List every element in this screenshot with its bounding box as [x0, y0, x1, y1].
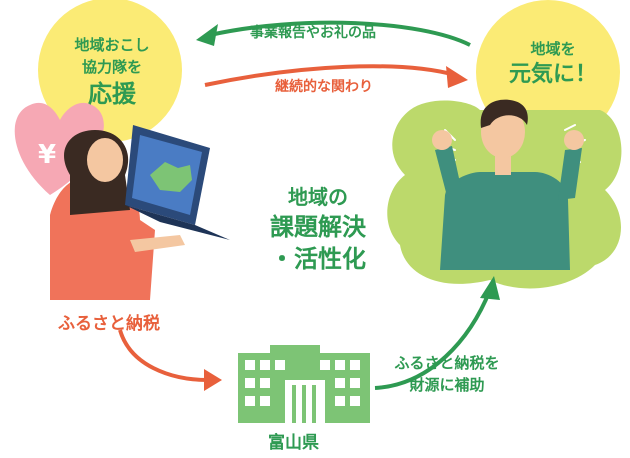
yen-heart-icon — [14, 102, 104, 195]
supporter-line2: 協力隊を — [81, 58, 142, 76]
subsidy-line1: ふるさと納税を — [394, 354, 500, 372]
subsidy-arrow — [374, 289, 492, 390]
energy-line1: 地域を — [530, 40, 576, 58]
woman-with-laptop-figure — [50, 125, 230, 300]
relationship-label: 継続的な関わり — [275, 79, 373, 95]
government-label: 富山県 — [268, 433, 319, 453]
toyama-map-icon — [150, 162, 192, 192]
supporter-line1: 地域おこし — [74, 36, 150, 54]
relationship-arrow — [204, 64, 456, 87]
subsidy-line2: 財源に補助 — [409, 376, 485, 394]
center-line1: 地域の — [288, 185, 348, 209]
report-arrow — [209, 20, 471, 47]
report-label: 事業報告やお礼の品 — [250, 25, 376, 41]
cheering-man-figure — [432, 99, 584, 270]
donation-arrow — [118, 329, 209, 382]
center-line3: ・活性化 — [270, 245, 366, 273]
subsidy-label: ふるさと納税を 財源に補助 — [372, 352, 522, 396]
yen-symbol: ¥ — [38, 140, 57, 170]
center-title: 地域の 課題解決 ・活性化 — [238, 183, 398, 275]
donation-label: ふるさと納税 — [58, 314, 160, 334]
donation-arrow-head — [204, 369, 222, 391]
supporter-label: 地域おこし 協力隊を 応援 — [52, 34, 172, 110]
center-line2: 課題解決 — [270, 213, 366, 241]
report-arrow-head — [196, 24, 218, 46]
relationship-arrow-head — [446, 66, 468, 88]
prefecture-building-icon — [238, 345, 370, 423]
energy-line2: 元気に！ — [508, 62, 597, 87]
supporter-line3: 応援 — [88, 80, 136, 108]
energy-label: 地域を 元気に！ — [488, 38, 618, 90]
subsidy-arrow-head — [480, 276, 500, 300]
